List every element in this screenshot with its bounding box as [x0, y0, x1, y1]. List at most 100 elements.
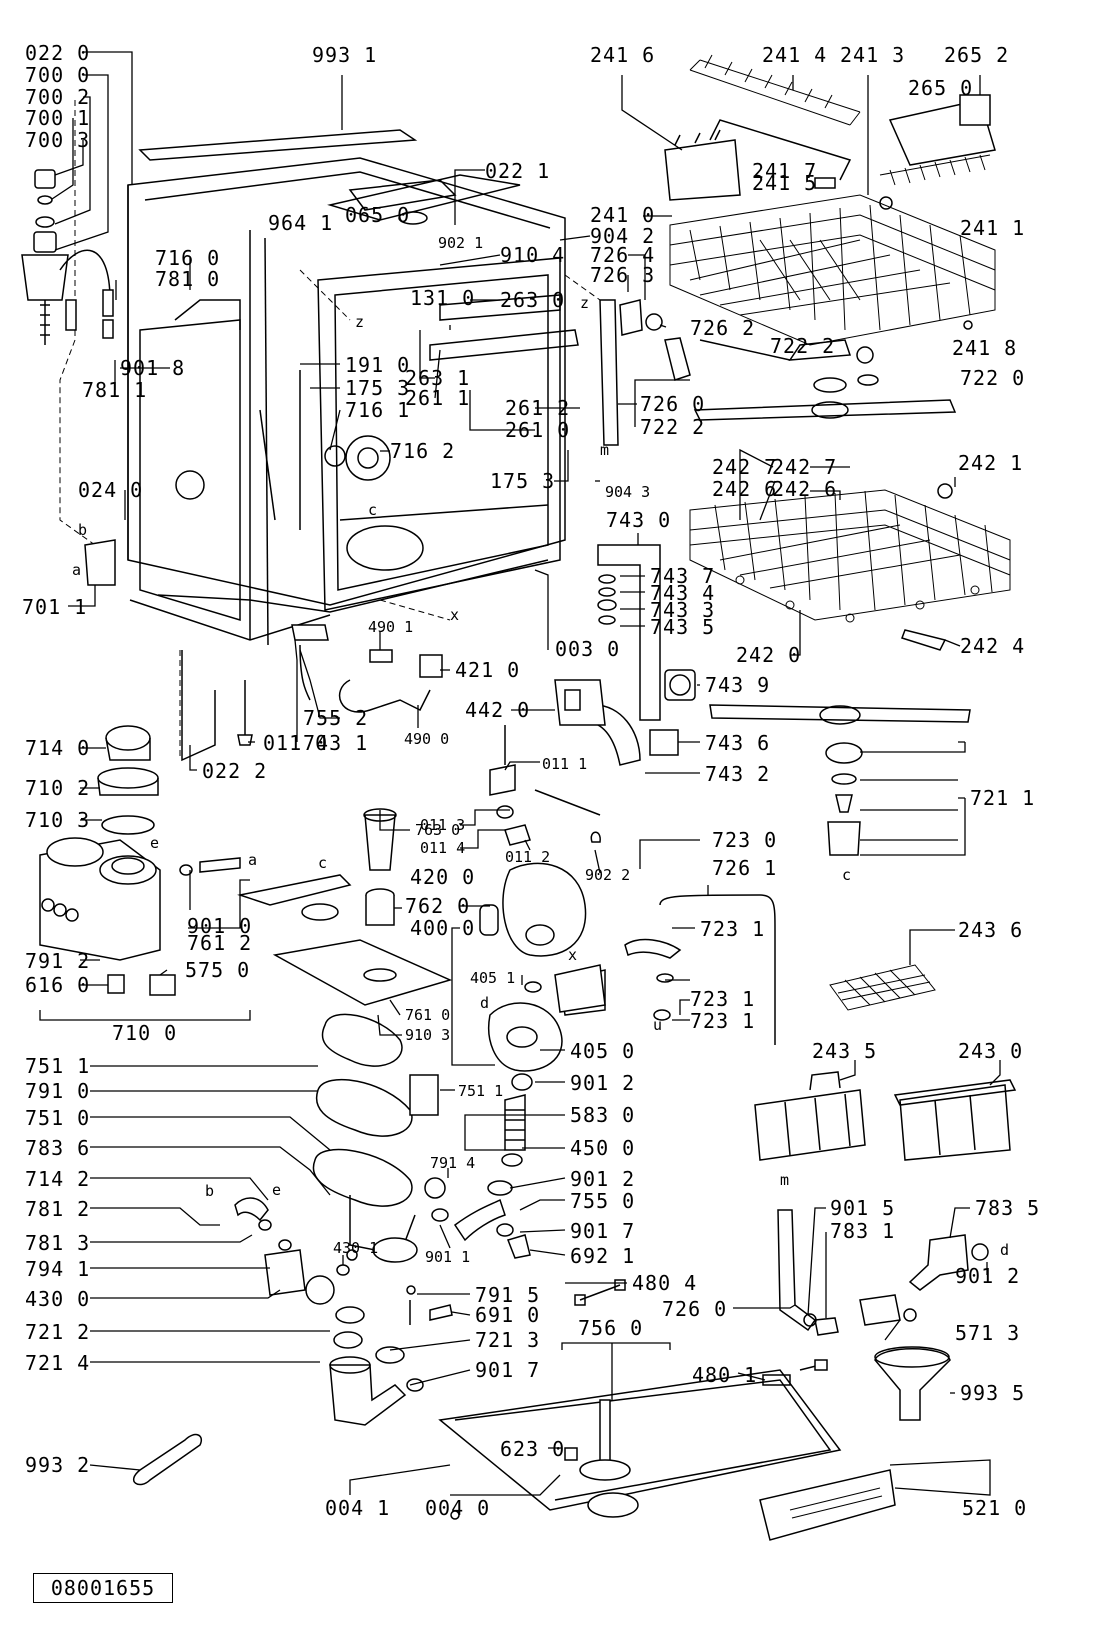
label-583-0: 583 0 [570, 1103, 635, 1127]
label-430-1: 430 1 [333, 1239, 378, 1257]
label-743-9: 743 9 [705, 673, 770, 697]
label-902-2: 902 2 [585, 866, 630, 884]
cutlery-grid-243-6 [829, 964, 936, 1011]
label-722-2: 722 2 [770, 334, 835, 358]
label-726-2: 726 2 [690, 316, 755, 340]
label-065-0: 065 0 [345, 203, 410, 227]
bracket-011-2 [504, 824, 531, 846]
label-901-1: 901 1 [425, 1248, 470, 1266]
marker-a-fitting: a [248, 851, 257, 869]
label-762-0: 762 0 [405, 894, 470, 918]
valve-723-0 [624, 938, 682, 959]
pipe-726-1 [659, 894, 776, 1045]
water-tube-726-0 [599, 299, 691, 446]
label-243-6: 243 6 [958, 918, 1023, 942]
axis-line-z1 [299, 269, 351, 321]
switch-490-1 [369, 649, 393, 663]
label-743-3: 743 3 [650, 598, 715, 622]
fitting-901-0 [199, 857, 241, 873]
marker-c-filter: c [318, 854, 327, 872]
label-993-5: 993 5 [960, 1381, 1025, 1405]
label-722-0: 722 0 [960, 366, 1025, 390]
label-022-1: 022 1 [485, 159, 550, 183]
label-743-1: 743 1 [303, 731, 368, 755]
marker-c-tub: c [368, 501, 377, 519]
label-781-3: 781 3 [25, 1231, 90, 1255]
label-241-1: 241 1 [960, 216, 1025, 240]
label-716-0: 716 0 [155, 246, 220, 270]
label-791-2: 791 2 [25, 949, 90, 973]
connector-421-0 [419, 654, 443, 678]
label-716-1: 716 1 [345, 398, 410, 422]
label-700-2: 700 2 [25, 85, 90, 109]
label-904-3: 904 3 [605, 483, 650, 501]
block-011-3 [489, 764, 516, 796]
cup-rack-clip-265-2 [959, 94, 991, 126]
label-761-2: 761 2 [187, 931, 252, 955]
label-242-7-b: 242 7 [772, 455, 837, 479]
funnel-rim [874, 1346, 950, 1368]
label-791-4: 791 4 [430, 1154, 475, 1172]
sensor-691-0 [409, 1300, 453, 1325]
label-011-1: 011 1 [542, 755, 587, 773]
label-242-1: 242 1 [958, 451, 1023, 475]
label-714-0: 714 0 [25, 736, 90, 760]
part-labels: 022 0 700 0 700 2 700 1 700 3 993 1 241 … [22, 41, 1040, 1520]
marker-m-lower: m [780, 1171, 789, 1189]
axis-line-left [59, 100, 96, 546]
wheel-011-4 [496, 805, 514, 819]
marker-x-motor: x [568, 946, 577, 964]
label-701-1: 701 1 [22, 595, 87, 619]
heater-wire-490 [339, 679, 431, 713]
lower-spray-arm [709, 704, 971, 856]
label-783-5: 783 5 [975, 1196, 1040, 1220]
label-723-1-a: 723 1 [700, 917, 765, 941]
label-714-2: 714 2 [25, 1167, 90, 1191]
rack-clip-242-4 [901, 629, 947, 651]
toe-kick-521-0 [759, 1469, 896, 1541]
label-700-0: 700 0 [25, 63, 90, 87]
label-131-0: 131 0 [410, 286, 475, 310]
label-241-8: 241 8 [952, 336, 1017, 360]
label-691-0: 691 0 [475, 1303, 540, 1327]
elbow-783-1 [814, 1317, 839, 1336]
top-cover-strip [138, 129, 418, 161]
label-022-0: 022 0 [25, 41, 90, 65]
clip-901-2-right [971, 1243, 989, 1261]
filter-assembly [237, 808, 453, 1006]
label-743-6: 743 6 [705, 731, 770, 755]
label-521-0: 521 0 [962, 1496, 1027, 1520]
hose-755-0 [453, 1198, 506, 1242]
label-993-2: 993 2 [25, 1453, 90, 1477]
elbow-783-5 [908, 1234, 969, 1291]
label-710-2: 710 2 [25, 776, 90, 800]
connection-markers: b a c z z x m c e a c x d u m b e d [72, 294, 1009, 1259]
screw-011-0 [237, 680, 253, 746]
tine-row-241-1 [879, 154, 991, 186]
label-721-4: 721 4 [25, 1351, 90, 1375]
label-241-0: 241 0 [590, 203, 655, 227]
label-723-0: 723 0 [712, 828, 777, 852]
label-710-3: 710 3 [25, 808, 90, 832]
label-003-0: 003 0 [555, 637, 620, 661]
marker-z-1: z [355, 313, 364, 331]
label-756-0: 756 0 [578, 1316, 643, 1340]
label-726-0-b: 726 0 [662, 1297, 727, 1321]
label-901-2-a: 901 2 [570, 1071, 635, 1095]
marker-e-hose: e [272, 1181, 281, 1199]
label-242-4: 242 4 [960, 634, 1025, 658]
label-024-0: 024 0 [78, 478, 143, 502]
label-721-2: 721 2 [25, 1320, 90, 1344]
marker-a-left: a [72, 561, 81, 579]
label-242-6-a: 242 6 [712, 477, 777, 501]
bracket-701 [84, 539, 116, 586]
lower-rack [689, 489, 1011, 623]
label-726-3: 726 3 [590, 263, 655, 287]
label-011-2: 011 2 [505, 848, 550, 866]
marker-d-elbow: d [1000, 1241, 1009, 1259]
label-710-0: 710 0 [112, 1021, 177, 1045]
label-721-3: 721 3 [475, 1328, 540, 1352]
valve-571-3 [859, 1294, 901, 1326]
label-263-1: 263 1 [405, 366, 470, 390]
